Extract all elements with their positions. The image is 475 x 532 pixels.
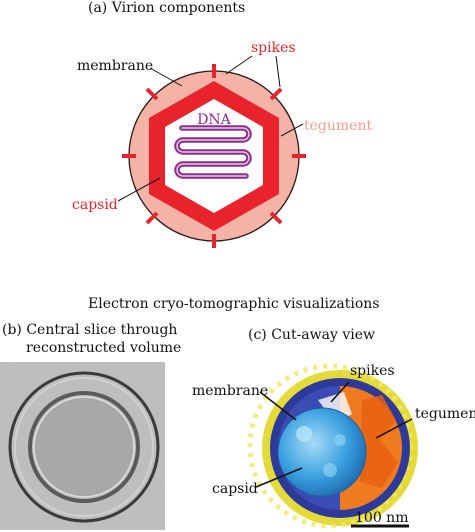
membrane-leader — [149, 67, 183, 87]
spike — [145, 211, 159, 225]
spikes-leader-1 — [225, 55, 253, 75]
tegument-leader — [280, 123, 304, 137]
panel-b-title-line2: reconstructed volume — [26, 340, 182, 356]
c-tegument-label: tegument — [415, 406, 475, 422]
cutaway-rendering — [247, 363, 418, 529]
spike — [269, 87, 283, 101]
cryo-slice — [0, 362, 165, 530]
capsid-leader — [117, 177, 161, 202]
tegument-label: tegument — [304, 118, 373, 134]
membrane-label: membrane — [77, 58, 154, 74]
spikes — [122, 64, 306, 248]
c-capsid-leader — [255, 467, 303, 488]
capsid-label: capsid — [72, 197, 118, 213]
dna-label: DNA — [197, 112, 231, 128]
panel-b-title-line1: (b) Central slice through — [2, 322, 178, 338]
panel-a-title: (a) Virion components — [88, 0, 246, 16]
spikes-label: spikes — [251, 40, 296, 56]
c-capsid-label: capsid — [212, 481, 258, 497]
spike — [145, 87, 159, 101]
c-membrane-leader — [259, 391, 297, 421]
scale-bar-label: 100 nm — [355, 510, 409, 526]
section-title: Electron cryo-tomographic visualizations — [88, 296, 380, 312]
c-spikes-leader — [330, 381, 350, 403]
c-tegument-leader — [375, 418, 413, 439]
c-membrane-label: membrane — [192, 383, 269, 399]
panel-c-title: (c) Cut-away view — [248, 327, 375, 343]
spikes-leader-2 — [275, 55, 281, 88]
c-spikes-label: spikes — [350, 363, 395, 379]
spike — [269, 211, 283, 225]
